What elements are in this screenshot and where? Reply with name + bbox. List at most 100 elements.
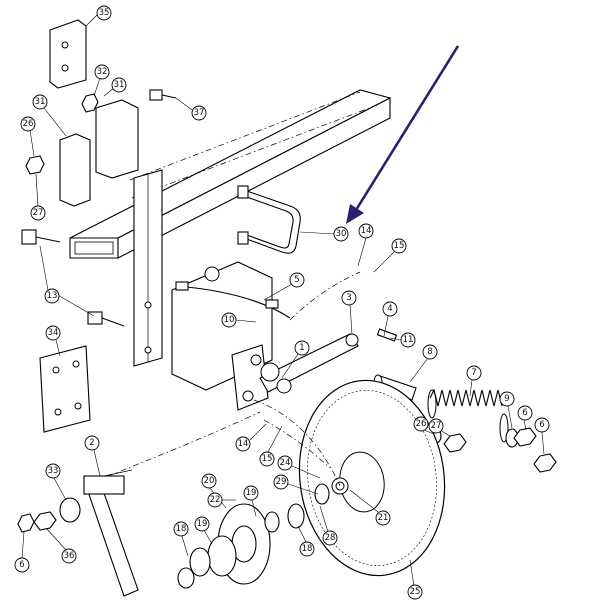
svg-text:6: 6	[539, 420, 544, 430]
vertical-post	[133, 169, 163, 367]
callout-9: 9	[499, 391, 515, 429]
arm	[259, 333, 359, 394]
callout-27-right: 27	[428, 418, 451, 437]
callout-37: 37	[175, 97, 207, 121]
svg-text:7: 7	[471, 368, 476, 378]
svg-text:26: 26	[23, 119, 34, 129]
svg-text:27: 27	[431, 421, 442, 431]
callout-3: 3	[341, 290, 357, 335]
svg-text:24: 24	[280, 458, 291, 468]
svg-text:30: 30	[336, 229, 347, 239]
svg-text:26: 26	[416, 419, 427, 429]
bolt-set	[21, 89, 177, 327]
callout-22: 22	[207, 492, 236, 508]
bracket-35	[49, 19, 87, 89]
nut-washer-set	[430, 427, 557, 473]
callout-25: 25	[407, 559, 423, 600]
svg-text:28: 28	[325, 533, 336, 543]
lower-arm	[83, 469, 139, 597]
svg-text:9: 9	[504, 394, 509, 404]
svg-text:2: 2	[89, 438, 94, 448]
callout-21: 21	[349, 489, 391, 526]
callout-6-right-top: 6	[517, 405, 533, 431]
u-bolt	[237, 185, 301, 254]
callout-19-left: 19	[194, 516, 213, 545]
pivot-bolt-set	[17, 497, 81, 533]
callout-30: 30	[299, 226, 349, 242]
svg-text:21: 21	[378, 513, 389, 523]
svg-text:10: 10	[224, 315, 235, 325]
svg-text:34: 34	[48, 328, 59, 338]
mounting-plate	[39, 345, 91, 433]
hub-assembly	[177, 483, 330, 589]
callout-33: 33	[45, 463, 67, 501]
callout-36: 36	[45, 527, 77, 564]
callout-14-mid: 14	[235, 423, 267, 452]
callout-15-mid: 15	[259, 425, 283, 467]
svg-text:18: 18	[302, 544, 313, 554]
callout-14-top: 14	[357, 223, 374, 267]
callout-26-right: 26	[413, 416, 435, 435]
svg-text:14: 14	[361, 226, 372, 236]
callout-29: 29	[273, 474, 319, 495]
svg-text:5: 5	[294, 275, 299, 285]
svg-text:6: 6	[522, 408, 527, 418]
svg-text:18: 18	[176, 524, 187, 534]
callout-35: 35	[85, 5, 112, 27]
callout-27-top: 27	[30, 173, 46, 221]
callout-32: 32	[93, 64, 110, 97]
spindle-housing	[171, 261, 273, 411]
svg-text:37: 37	[194, 108, 205, 118]
callout-4: 4	[382, 301, 398, 337]
svg-text:31: 31	[35, 97, 46, 107]
svg-text:19: 19	[246, 488, 257, 498]
assembly-guides	[107, 271, 361, 487]
svg-text:19: 19	[197, 519, 208, 529]
svg-text:11: 11	[403, 335, 414, 345]
pointer-arrow	[346, 45, 460, 224]
svg-text:15: 15	[262, 454, 273, 464]
callout-19-top: 19	[243, 485, 259, 517]
callout-7: 7	[466, 365, 482, 397]
callout-8: 8	[409, 344, 438, 383]
svg-text:14: 14	[238, 439, 249, 449]
callout-28: 28	[319, 505, 338, 546]
svg-text:3: 3	[346, 293, 351, 303]
callout-11: 11	[389, 332, 416, 348]
callout-18-right: 18	[297, 525, 315, 557]
callout-10: 10	[221, 312, 257, 328]
svg-text:31: 31	[114, 80, 125, 90]
callout-2: 2	[84, 435, 101, 477]
svg-text:22: 22	[210, 495, 221, 505]
callout-26-top: 26	[20, 116, 36, 157]
callout-1: 1	[281, 340, 310, 379]
svg-text:25: 25	[410, 587, 421, 597]
callout-31-top: 31	[103, 77, 127, 97]
svg-text:8: 8	[427, 347, 432, 357]
svg-text:35: 35	[99, 8, 110, 18]
svg-text:27: 27	[33, 208, 44, 218]
svg-text:15: 15	[394, 241, 405, 251]
callout-15-top: 15	[373, 238, 407, 273]
callout-20: 20	[201, 473, 227, 509]
svg-text:32: 32	[97, 67, 108, 77]
callout-24: 24	[277, 455, 321, 479]
callout-18-left: 18	[173, 521, 189, 557]
spring-rod	[175, 281, 291, 319]
callout-6-bottom-left: 6	[14, 531, 30, 573]
svg-text:6: 6	[19, 560, 24, 570]
notched-disc	[298, 379, 446, 577]
svg-text:4: 4	[387, 304, 392, 314]
callout-31-left: 31	[32, 94, 67, 137]
bracket-31	[59, 99, 139, 207]
callout-34: 34	[45, 325, 61, 357]
svg-text:20: 20	[204, 476, 215, 486]
svg-text:29: 29	[276, 477, 287, 487]
compression-spring	[427, 388, 509, 443]
svg-text:36: 36	[64, 551, 75, 561]
svg-text:13: 13	[47, 291, 58, 301]
svg-text:1: 1	[299, 343, 304, 353]
callout-5: 5	[263, 272, 305, 301]
